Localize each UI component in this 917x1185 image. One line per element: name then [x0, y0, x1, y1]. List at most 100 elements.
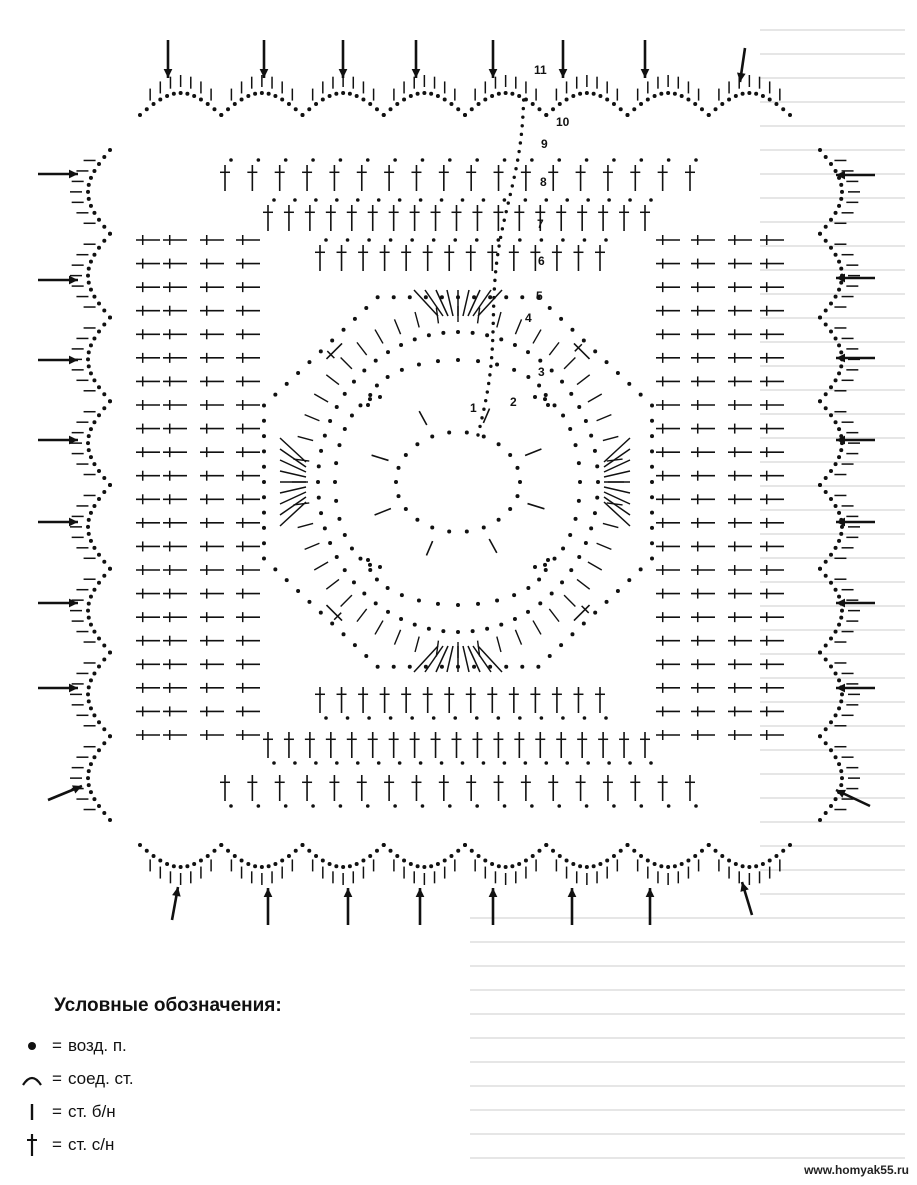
chain-dot: [482, 407, 486, 411]
chain-dot: [286, 102, 291, 106]
chain-dot: [92, 713, 97, 718]
chain-dot: [205, 102, 210, 106]
chain-dot: [840, 776, 844, 781]
chain-dot: [330, 338, 335, 343]
single-crochet-mark: [279, 437, 307, 463]
chain-dot: [337, 443, 342, 448]
chain-dot: [86, 189, 90, 194]
chain-dot: [496, 252, 500, 257]
chain-dot: [395, 854, 400, 858]
chain-dot: [399, 342, 404, 347]
round-number-label: 3: [538, 365, 545, 379]
chain-dot: [463, 843, 467, 847]
legend-equals: =: [52, 1035, 62, 1055]
single-crochet-mark: [446, 289, 454, 317]
chain-dot: [86, 692, 90, 697]
chain-dot: [740, 864, 745, 869]
chain-dot: [518, 480, 522, 484]
chain-dot: [543, 392, 548, 397]
chain-dot: [823, 643, 828, 648]
chain-dot: [284, 381, 289, 386]
chain-dot: [456, 330, 460, 334]
chain-dot: [504, 664, 509, 669]
chain-dot: [388, 716, 393, 720]
chain-dot: [102, 643, 107, 648]
chain-dot: [607, 761, 611, 765]
chain-dot: [829, 720, 833, 725]
chain-dot: [512, 175, 516, 180]
single-crochet-mark: [477, 645, 503, 673]
chain-dot: [376, 761, 381, 765]
chain-dot: [837, 538, 842, 543]
chain-dot: [314, 102, 319, 106]
single-crochet-mark: [425, 540, 434, 556]
chain-dot: [178, 865, 183, 869]
single-crochet-mark: [467, 645, 481, 673]
chain-dot: [86, 524, 90, 529]
chain-dot: [259, 865, 264, 869]
round-number-label: 10: [556, 115, 570, 129]
chain-dot: [494, 261, 499, 265]
chain-dot: [488, 373, 492, 377]
single-crochet-mark: [313, 561, 329, 571]
chain-dot: [592, 511, 597, 516]
chain-dot: [88, 175, 93, 180]
chain-dot: [544, 761, 549, 765]
chain-dot: [650, 480, 655, 484]
chain-dot: [92, 420, 97, 425]
chain-dot: [833, 503, 838, 508]
chain-dot: [833, 168, 838, 173]
chain-dot: [829, 217, 833, 222]
chain-dot: [523, 761, 528, 765]
chain-dot: [498, 235, 503, 240]
single-crochet-mark: [563, 357, 576, 370]
chain-dot: [561, 716, 565, 720]
chain-dot: [261, 434, 266, 439]
single-crochet-mark: [462, 289, 470, 317]
chain-dot: [559, 643, 564, 648]
chain-dot: [334, 555, 339, 559]
arrow-head: [567, 888, 577, 898]
chain-dot: [88, 510, 93, 515]
chain-dot: [88, 538, 93, 543]
chain-dot: [565, 761, 570, 765]
chain-dot: [273, 392, 278, 397]
chain-dot: [523, 198, 528, 202]
chain-dot: [823, 559, 828, 564]
chain-dot: [490, 862, 495, 867]
chain-dot: [102, 657, 107, 662]
chain-dot: [476, 433, 480, 437]
chain-dot: [549, 591, 554, 596]
chain-dot: [97, 245, 101, 250]
chain-dot: [430, 434, 435, 439]
chain-dot: [165, 862, 170, 867]
chain-dot: [818, 483, 822, 487]
chain-dot: [496, 91, 501, 96]
chain-dot: [261, 403, 266, 408]
chain-dot: [362, 368, 367, 373]
chain-dot: [666, 804, 671, 808]
chain-dot: [316, 495, 321, 500]
chain-dot: [347, 864, 352, 869]
legend-title: Условные обозначения:: [54, 995, 282, 1016]
chain-dot: [449, 854, 454, 858]
single-crochet-mark: [576, 374, 591, 386]
single-crochet-mark: [596, 542, 612, 550]
arrow-head: [68, 275, 78, 285]
chain-dot: [92, 545, 97, 550]
chain-dot: [533, 565, 537, 569]
chain-dot: [837, 259, 842, 264]
chain-dot: [839, 769, 844, 774]
chain-dot: [618, 848, 623, 853]
chain-dot: [740, 91, 745, 96]
arrow-head: [72, 785, 82, 794]
chain-dot: [246, 93, 251, 98]
chain-dot: [833, 420, 838, 425]
chain-dot: [823, 657, 828, 662]
chain-dot: [551, 848, 556, 853]
chain-dot: [823, 727, 828, 732]
chain-dot: [280, 97, 285, 102]
chain-dot: [490, 93, 495, 98]
single-crochet-mark: [279, 496, 307, 516]
chain-dot: [607, 198, 611, 202]
